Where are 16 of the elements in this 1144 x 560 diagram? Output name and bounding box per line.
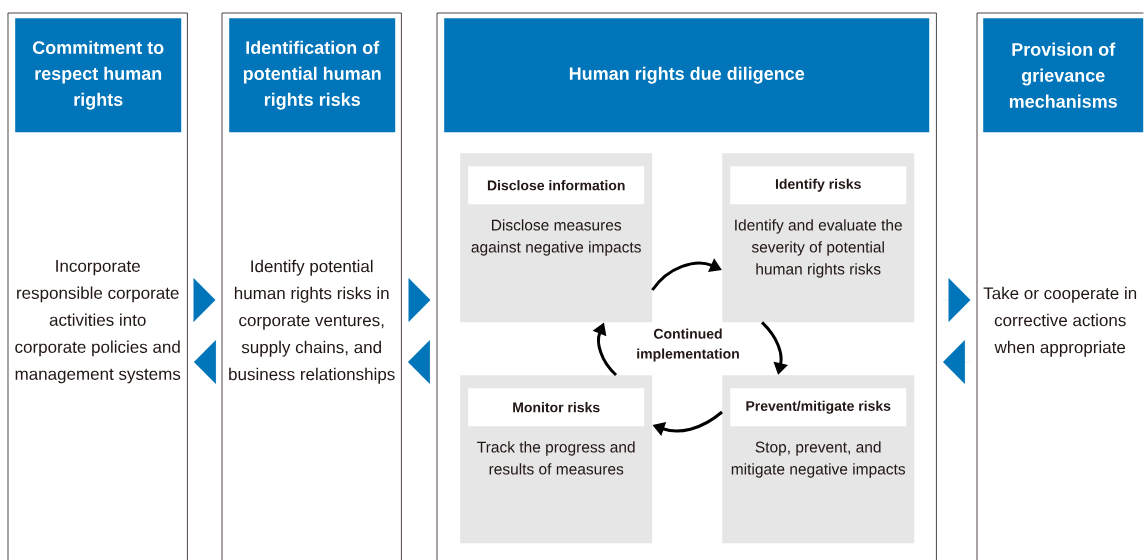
step-box: Prevent/mitigate risks Stop, prevent, and mitigate negative impacts xyxy=(722,375,915,544)
step-box: Identify risks Identify and evaluate the severity of potential human rights risks xyxy=(722,153,915,323)
header-bar: Identification of potential human rights risks xyxy=(229,18,396,133)
chevron-arrow xyxy=(193,340,216,384)
header-bar: Human rights due diligence xyxy=(444,18,930,133)
chevron-arrow xyxy=(193,278,216,322)
chevron-arrow xyxy=(942,278,971,322)
column-panel xyxy=(436,12,937,560)
step-box: Monitor risks Track the progress and results of measures xyxy=(460,375,653,544)
header-bar: Provision of grievance mechanisms xyxy=(983,18,1144,133)
header-bar: Commitment to respect human rights xyxy=(15,18,182,133)
cycle-label: Continued implementation xyxy=(637,328,739,362)
chevron-arrow xyxy=(407,278,431,322)
step-box: Disclose information Disclose measures against negative impacts xyxy=(460,153,653,323)
chevron-arrow xyxy=(942,340,971,384)
chevron-arrow xyxy=(407,340,431,384)
